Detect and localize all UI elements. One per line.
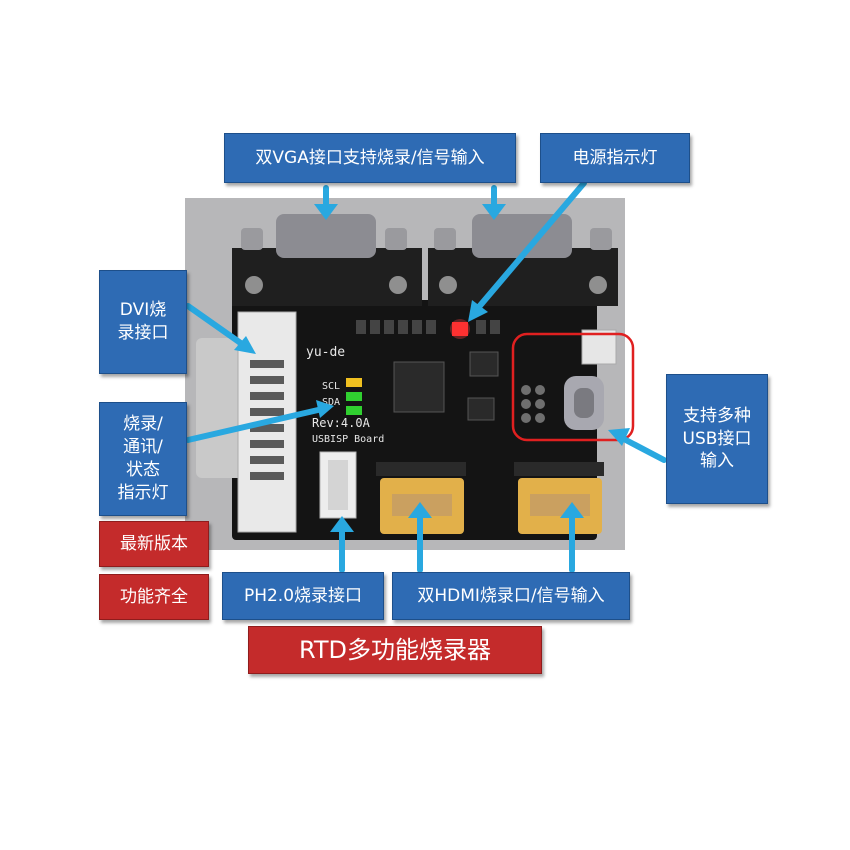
status-led-callout: 烧录/ 通讯/ 状态 指示灯 bbox=[99, 402, 187, 516]
power-led-callout: 电源指示灯 bbox=[540, 133, 690, 183]
hdmi-callout: 双HDMI烧录口/信号输入 bbox=[392, 572, 630, 620]
board-sda: SDA bbox=[322, 397, 340, 408]
full-featured-badge: 功能齐全 bbox=[99, 574, 209, 620]
board-brand: yu-de bbox=[306, 345, 345, 360]
usb-callout: 支持多种 USB接口 输入 bbox=[666, 374, 768, 504]
usb-connectors bbox=[521, 329, 617, 430]
status-leds bbox=[346, 378, 362, 415]
vga-connector-right bbox=[428, 214, 618, 306]
arrows bbox=[185, 180, 667, 573]
latest-version-badge: 最新版本 bbox=[99, 521, 209, 567]
board-name: USBISP Board bbox=[312, 434, 384, 445]
ph20-callout: PH2.0烧录接口 bbox=[222, 572, 384, 620]
vga-callout: 双VGA接口支持烧录/信号输入 bbox=[224, 133, 516, 183]
vga-connector-left bbox=[232, 214, 422, 306]
board-rev: Rev:4.0A bbox=[312, 416, 371, 430]
main-chip bbox=[393, 361, 445, 413]
board-scl: SCL bbox=[322, 381, 340, 392]
dvi-callout: DVI烧 录接口 bbox=[99, 270, 187, 374]
power-led bbox=[450, 319, 470, 339]
ph20-connector bbox=[319, 451, 357, 519]
product-title: RTD多功能烧录器 bbox=[248, 626, 542, 674]
hdmi-connector-right bbox=[514, 462, 604, 534]
usb-highlight-frame bbox=[511, 332, 635, 442]
